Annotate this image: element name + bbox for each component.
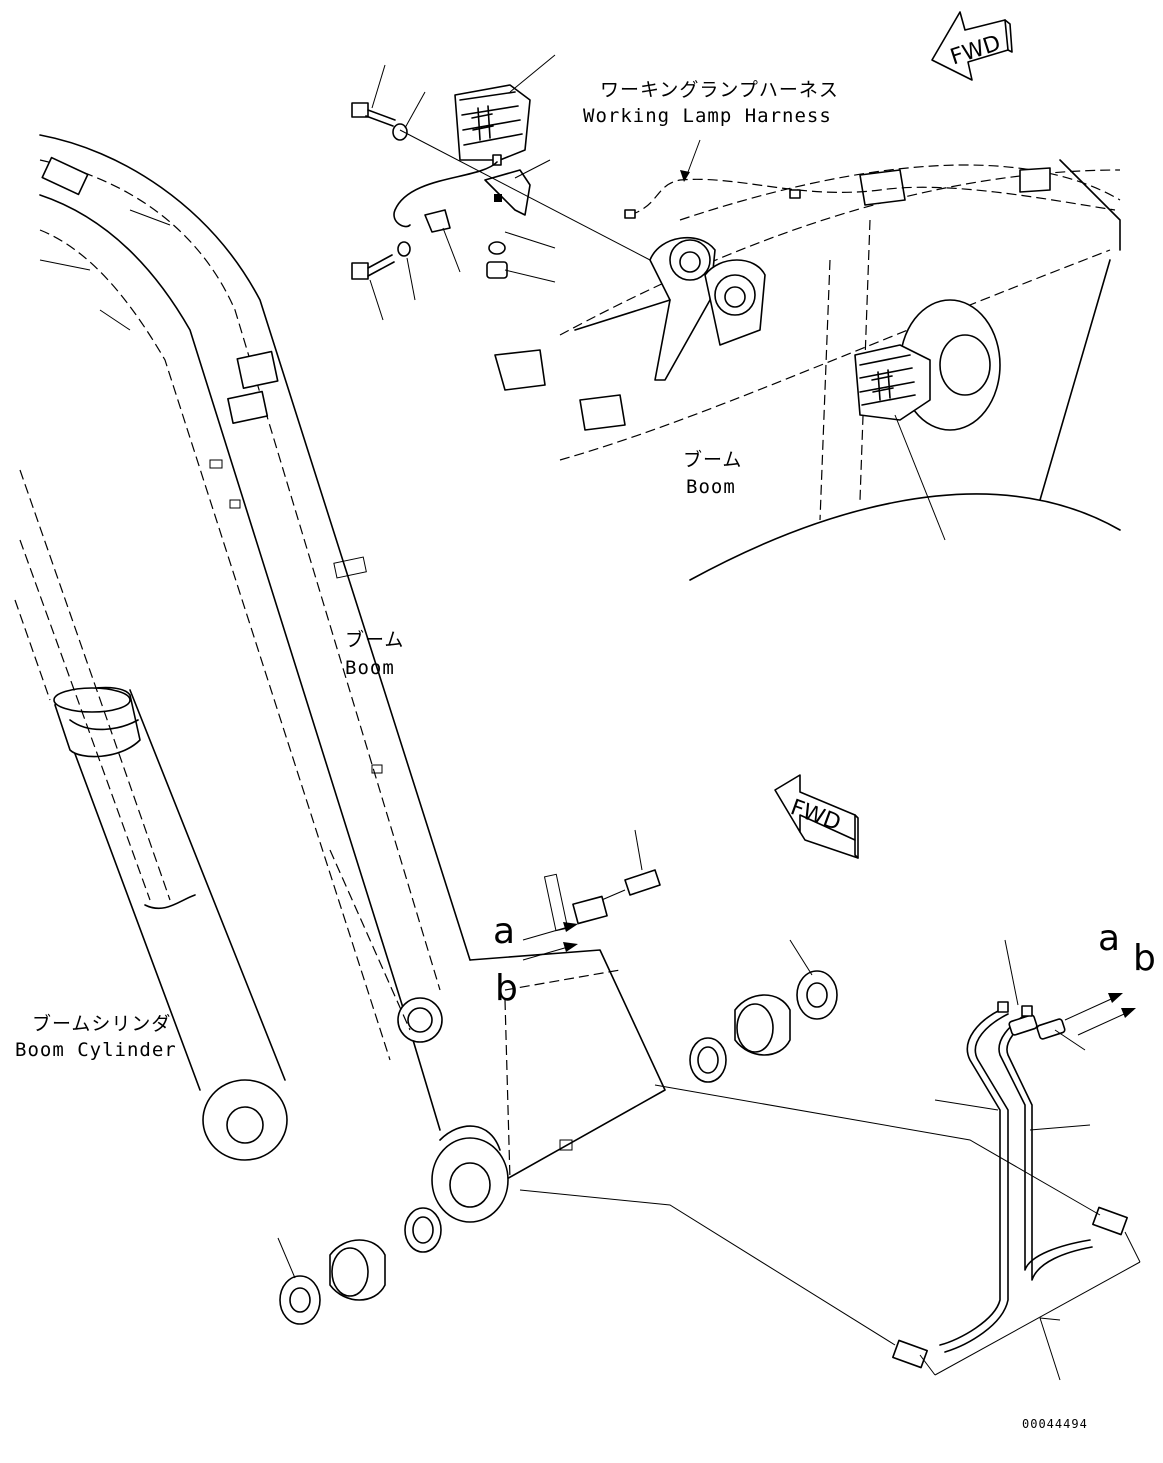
pipe-fitting-a [1008, 1014, 1038, 1036]
dust-seal-lower [279, 1275, 321, 1325]
boom-foot [397, 997, 509, 1223]
boom-upper-label-jp: ブーム [683, 448, 742, 471]
boom-mid-label-en: Boom [345, 657, 395, 679]
ring-lower [404, 1207, 442, 1253]
document-number: 00044494 [1022, 1417, 1088, 1431]
fwd-arrow-top: FWD [931, 11, 1013, 81]
ref-a-left: a [493, 911, 515, 952]
boom-cylinder-label-en: Boom Cylinder [15, 1039, 177, 1061]
boom-cylinder-label-jp: ブームシリンダ [32, 1012, 171, 1035]
boom-head-view [494, 139, 1121, 581]
ref-b-left: b [495, 968, 518, 1009]
grease-pipe-assembly [277, 829, 1141, 1381]
bolt-top [351, 102, 369, 118]
boom-mid-label-jp: ブーム [345, 628, 404, 651]
harness-label-en: Working Lamp Harness [583, 105, 832, 127]
boom-cylinder [14, 469, 411, 1161]
boom-clamp-top [41, 156, 89, 196]
working-lamp-harness [629, 178, 1116, 216]
ref-b-right: b [1133, 938, 1156, 979]
harness-label-jp: ワーキングランプハーネス [600, 79, 839, 101]
pipe-fitting-b [1036, 1018, 1066, 1040]
grease-fitting [624, 869, 661, 896]
fwd-arrow-mid: FWD [774, 774, 859, 859]
boom-arm [39, 134, 666, 1181]
ref-a-right: a [1098, 918, 1120, 959]
elbow-lower [892, 1339, 928, 1369]
washer-top [392, 123, 408, 141]
side-lamp [854, 344, 931, 421]
pipe-left [939, 1009, 1001, 1346]
elbow-upper [1092, 1206, 1128, 1236]
boom-bracket-1 [236, 350, 279, 390]
nut [486, 261, 508, 279]
pipe-right [998, 1014, 1091, 1271]
washer-bottom [397, 241, 411, 257]
bushing-lower [329, 1239, 386, 1301]
ring-upper [689, 1037, 727, 1083]
boom-bracket-2 [227, 390, 269, 425]
upper-lamp-assembly [351, 54, 651, 321]
boom-upper-label-en: Boom [686, 476, 736, 498]
bolt-bottom [351, 262, 369, 280]
dust-seal-upper [796, 970, 838, 1020]
